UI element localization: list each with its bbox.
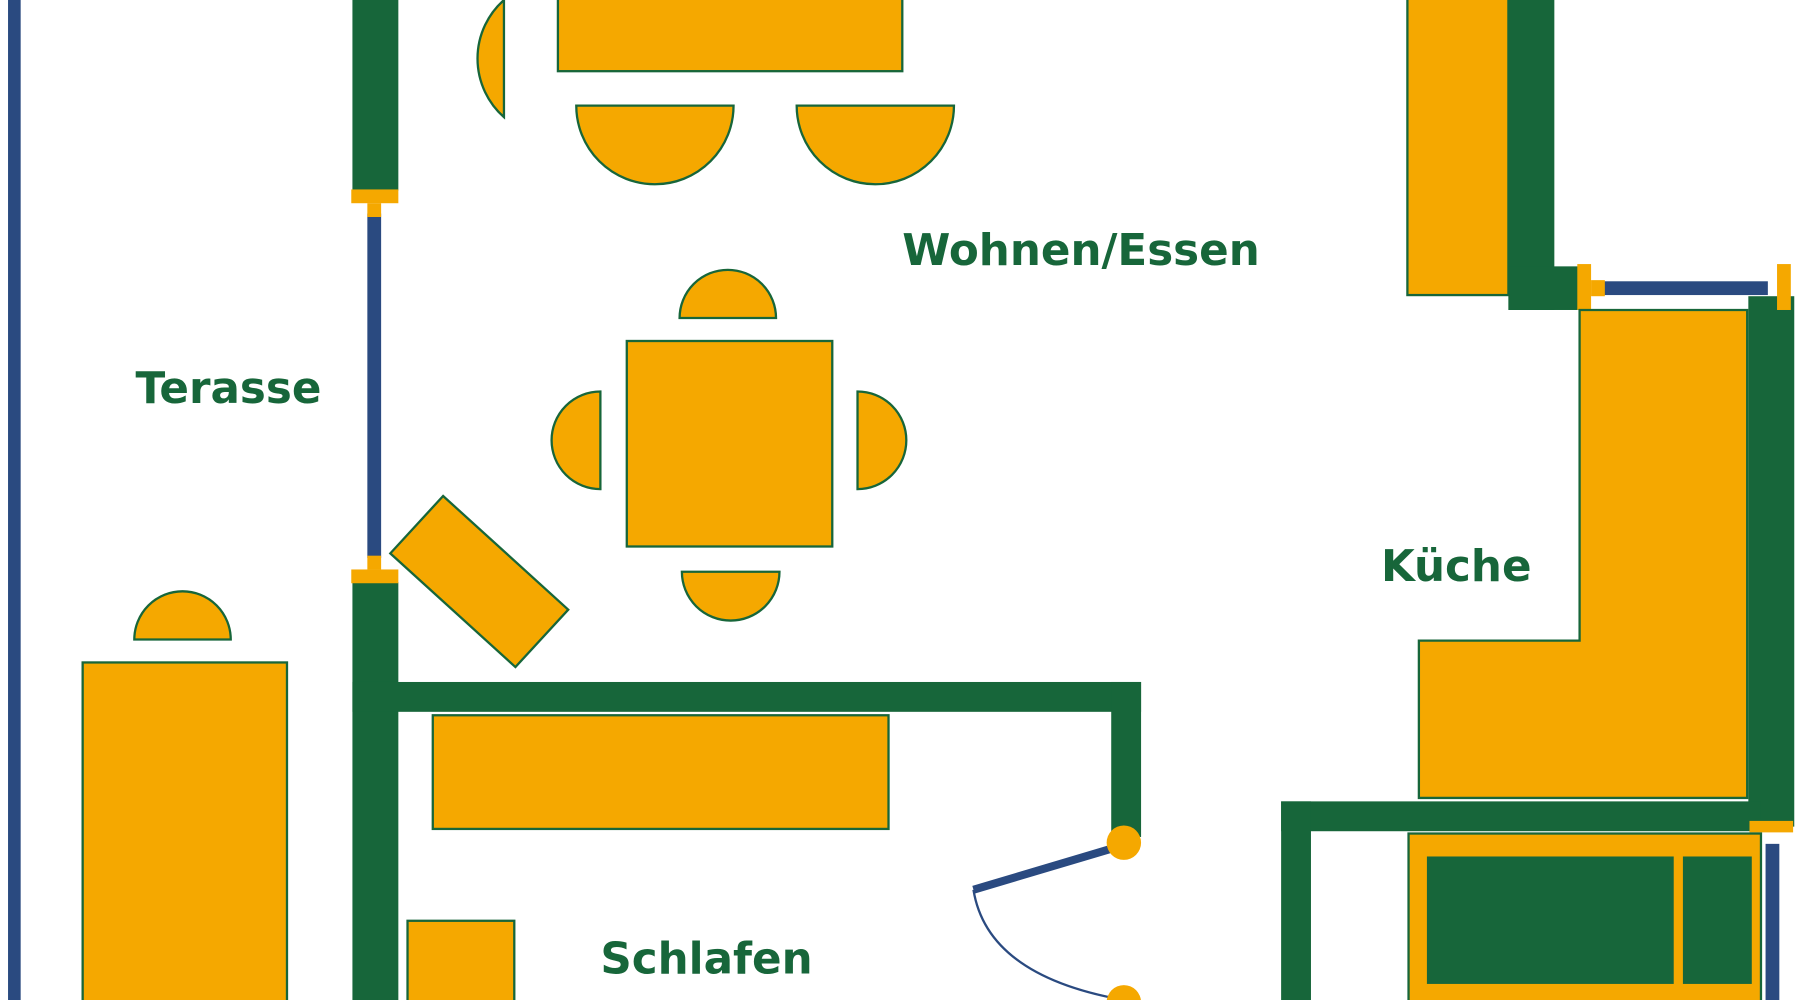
- door-swing-arc: [972, 889, 1125, 1000]
- room-label-bedroom: Schlafen: [600, 935, 812, 985]
- wall-kitchen-upper: [1508, 0, 1555, 310]
- armchair: [476, 0, 506, 120]
- frame-cap: [1749, 820, 1794, 833]
- wall-bedroom-top: [352, 681, 1142, 712]
- dining-chair-top: [678, 268, 778, 320]
- bedroom-furniture: [406, 714, 890, 1000]
- frame-cap: [367, 203, 382, 217]
- wall-bedroom-right: [1111, 681, 1142, 837]
- room-label-kitchen: Küche: [1381, 542, 1532, 592]
- side-table: [388, 494, 570, 669]
- kitchen-counter: [1417, 308, 1749, 800]
- bathtub-inner: [1426, 856, 1674, 984]
- wall-bath-top: [1281, 801, 1761, 832]
- dining-chair-left: [550, 390, 602, 491]
- windows: [367, 213, 1780, 1000]
- living-furniture: [388, 0, 956, 669]
- frame-cap: [1777, 264, 1791, 310]
- frame-cap: [367, 555, 382, 570]
- door-hinge-lower: [1106, 985, 1141, 1000]
- frame-cap: [1577, 264, 1592, 310]
- bedroom-door: [972, 825, 1142, 1000]
- stool-2: [795, 104, 956, 186]
- wall-kitchen-step: [1508, 266, 1580, 310]
- frame-cap: [351, 569, 399, 584]
- dining-chair-right: [856, 390, 908, 491]
- kitchen-furniture: [1406, 0, 1749, 800]
- frame-cap: [351, 189, 399, 204]
- shower-inner: [1682, 856, 1752, 984]
- stool-1: [575, 104, 735, 186]
- bath-furniture: [1407, 832, 1763, 1000]
- window-frames: [351, 189, 1794, 833]
- wardrobe: [431, 714, 890, 831]
- wall-kitchen-right: [1748, 296, 1795, 827]
- window-bath-right: [1765, 843, 1780, 1000]
- frame-cap: [1591, 280, 1605, 297]
- wall-left-upper: [352, 0, 399, 191]
- terrace-window-left: [8, 0, 21, 1000]
- room-label-living-dining: Wohnen/Essen: [902, 226, 1259, 276]
- wall-left-lower: [352, 582, 399, 1000]
- nightstand: [406, 919, 516, 1000]
- sun-lounger: [81, 661, 289, 1000]
- dining-table: [625, 339, 834, 548]
- lounger-headrest: [133, 590, 232, 641]
- window-kitchen-top: [1595, 281, 1768, 296]
- terrace-furniture: [81, 590, 289, 1000]
- sofa: [556, 0, 904, 73]
- room-label-terrace: Terasse: [135, 364, 321, 414]
- wall-bath-left: [1281, 801, 1311, 1000]
- dining-chair-bottom: [680, 570, 781, 622]
- walls: [352, 0, 1795, 1000]
- kitchen-cabinet-upper: [1406, 0, 1510, 297]
- door-hinge: [1106, 825, 1142, 860]
- door-leaf: [972, 841, 1125, 894]
- window-terrace: [367, 213, 382, 558]
